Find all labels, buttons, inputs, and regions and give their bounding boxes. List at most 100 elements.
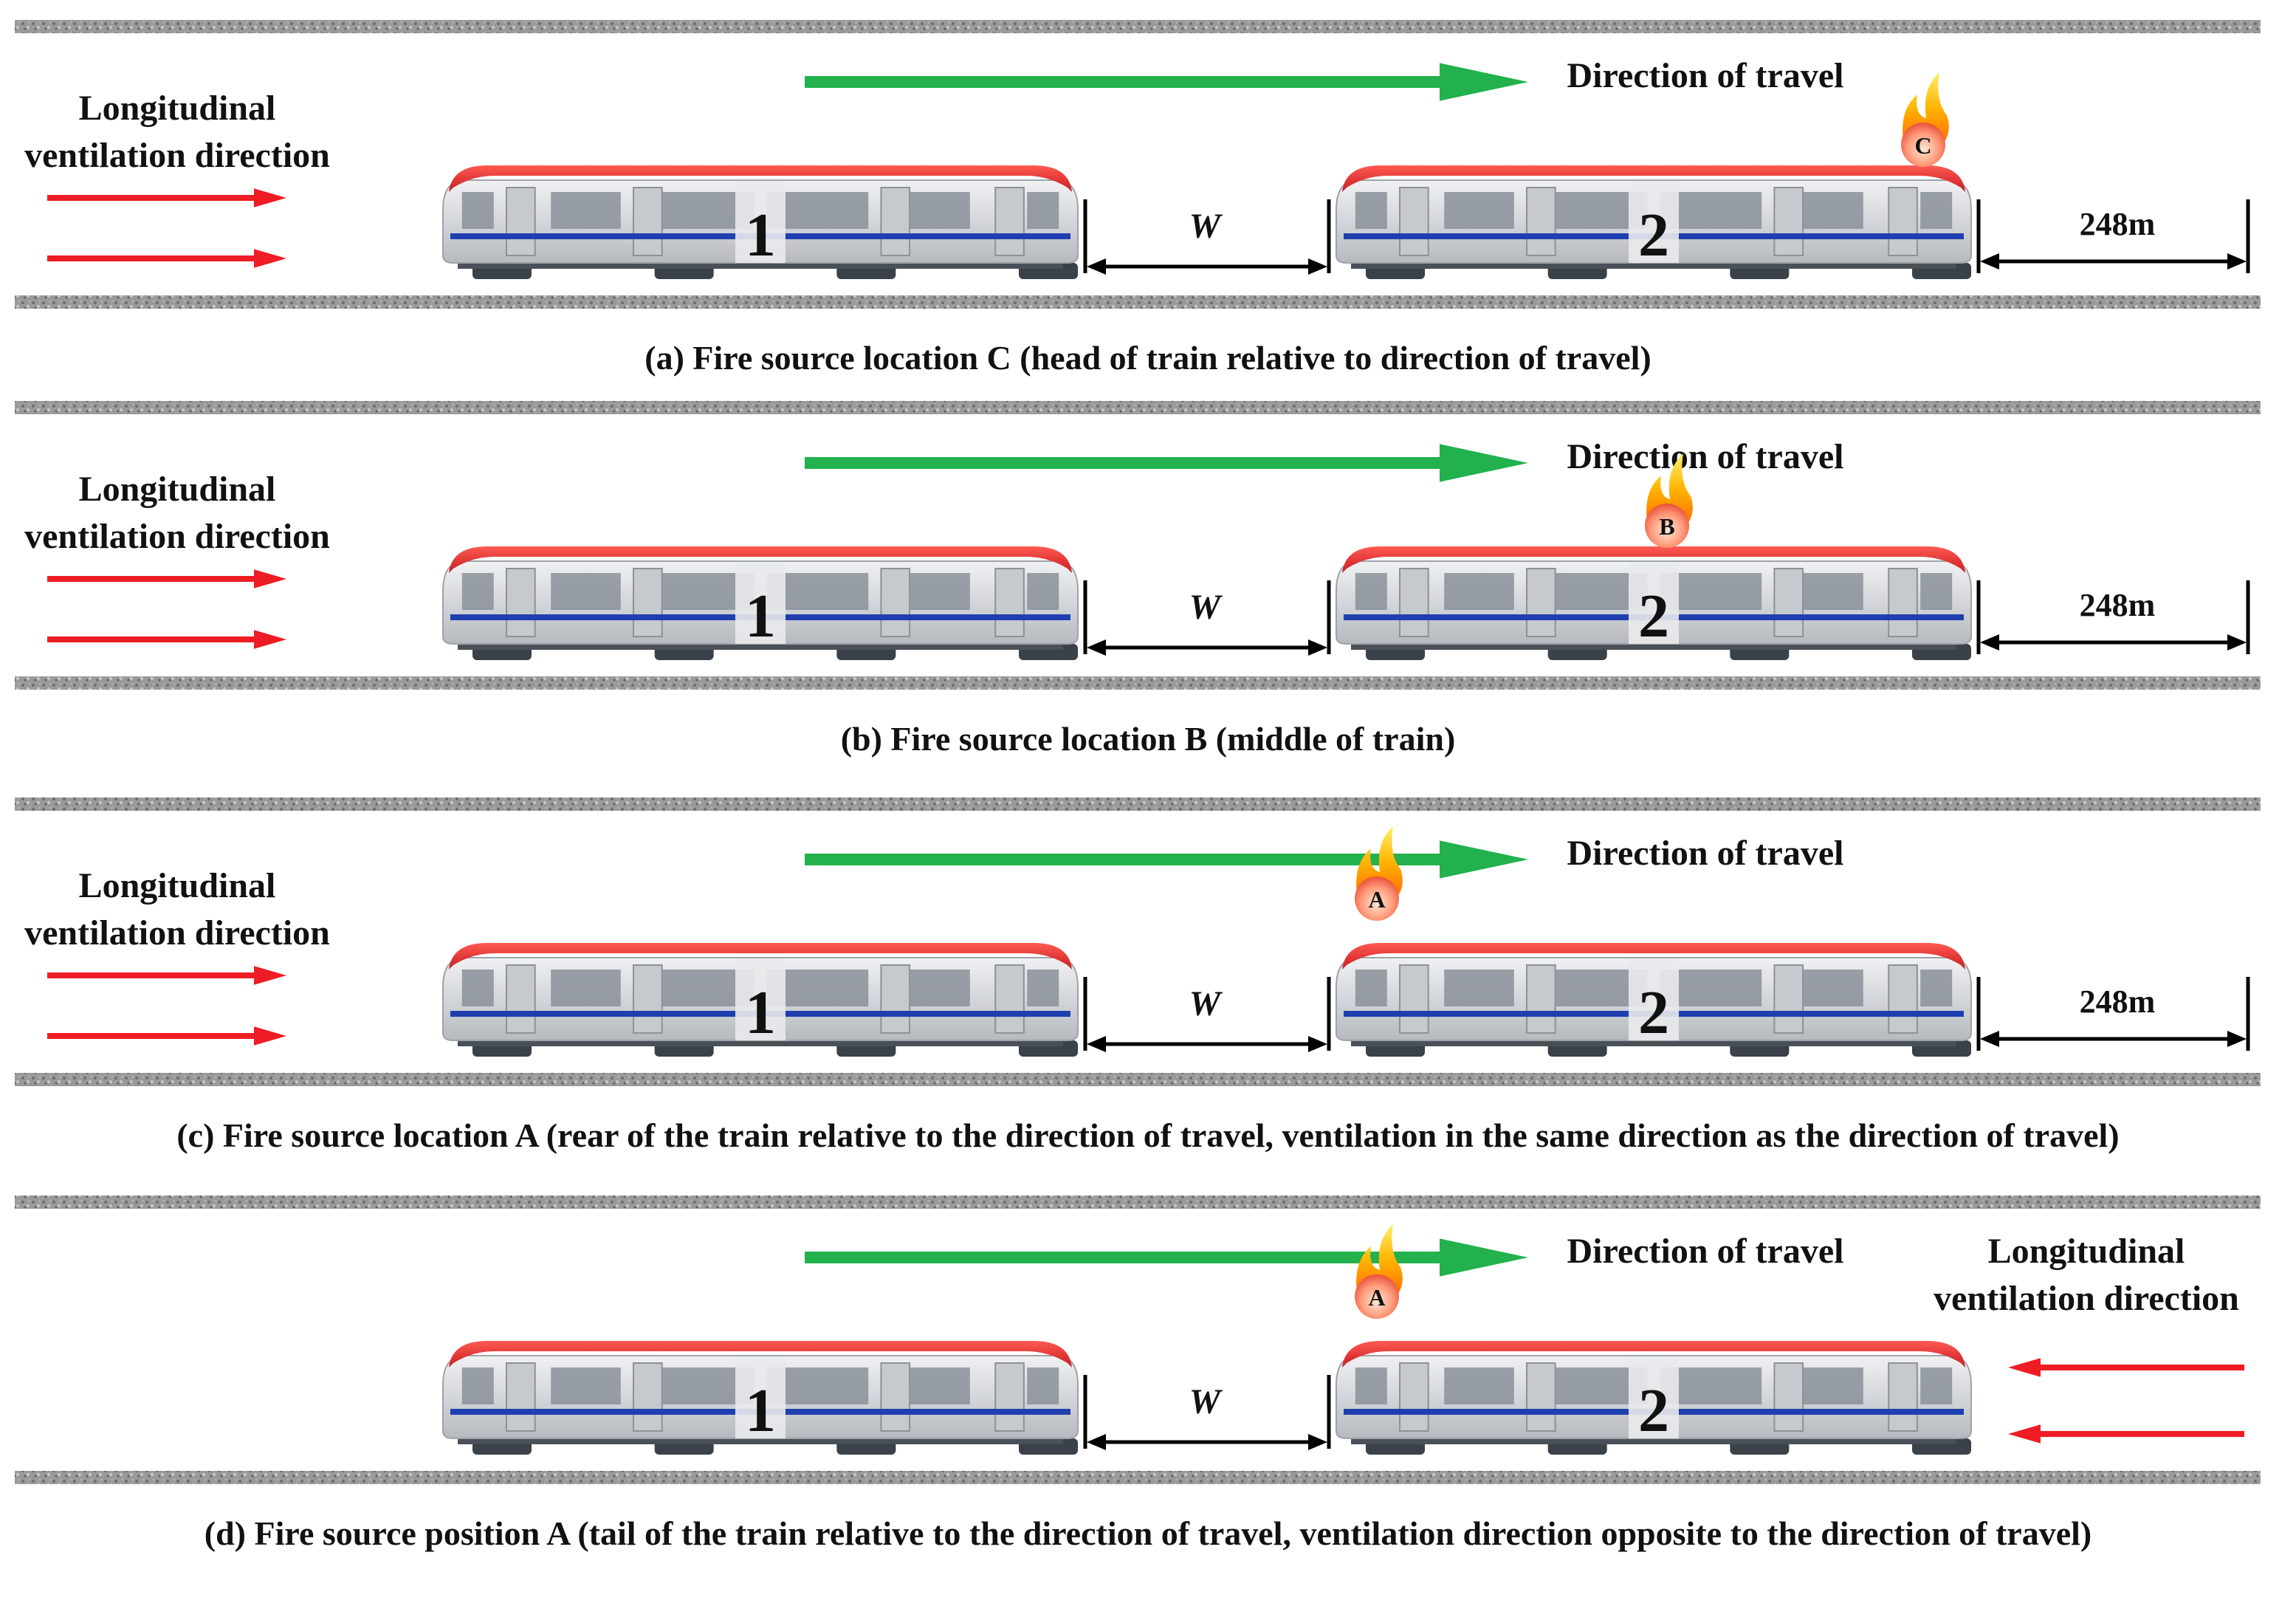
travel-arrow-shaft <box>805 457 1440 469</box>
train-door <box>994 187 1025 256</box>
gap-dimension-arrow-head-left <box>1087 639 1106 656</box>
train-number: 2 <box>1638 1376 1669 1445</box>
vent-arrow-head <box>254 1026 286 1046</box>
train-roof <box>449 943 1072 970</box>
rail-track <box>15 1195 2261 1209</box>
train-window <box>461 192 494 229</box>
fire-source-label: A <box>1368 886 1385 913</box>
train-window <box>1793 573 1863 610</box>
train-door <box>1526 187 1556 256</box>
panel-caption: (d) Fire source position A (tail of the … <box>204 1514 2092 1552</box>
train-door <box>1773 187 1804 256</box>
gap-dimension-arrow <box>1087 1434 1327 1450</box>
train-window <box>1355 573 1387 610</box>
train-number: 2 <box>1638 582 1669 651</box>
fire-ball <box>1901 123 1945 167</box>
train-door <box>506 187 536 256</box>
train-door <box>1888 1362 1918 1432</box>
train-door <box>1526 964 1556 1034</box>
train-door <box>1399 187 1429 256</box>
gap-label: W <box>1189 984 1223 1023</box>
vent-label-line1: Longitudinal <box>79 89 276 128</box>
distance-label: 248m <box>2080 587 2156 623</box>
distance-dimension-arrow-head-left <box>1980 253 1999 270</box>
train-number-panel <box>735 959 786 1040</box>
gap-dimension-arrow-head-left <box>1087 1036 1106 1052</box>
distance-dimension-arrow-head-left <box>1980 1031 1999 1047</box>
train-door <box>1399 568 1429 637</box>
vent-arrow-head <box>2008 1424 2041 1444</box>
distance-label: 248m <box>2080 206 2156 242</box>
distance-label: 248m <box>2080 984 2156 1020</box>
train-door <box>1888 568 1918 637</box>
train-number: 1 <box>745 1376 776 1445</box>
train-roof <box>449 1341 1072 1367</box>
train-window <box>461 970 494 1006</box>
train-window <box>1793 1367 1863 1404</box>
gap-dimension-arrow-head-left <box>1087 1434 1106 1450</box>
vent-arrow <box>47 630 286 649</box>
train-door <box>994 964 1025 1034</box>
rail-track <box>15 1073 2261 1086</box>
travel-label: Direction of travel <box>1567 437 1844 476</box>
train-door <box>506 964 536 1034</box>
gap-dimension-arrow <box>1087 639 1327 656</box>
gap-dimension-arrow-head-right <box>1308 639 1327 656</box>
train-car-2: 2 <box>1336 546 1972 660</box>
train-window <box>551 1367 621 1404</box>
train-number: 2 <box>1638 201 1669 270</box>
vent-label-line1: Longitudinal <box>79 470 276 509</box>
vent-arrow-head <box>254 569 286 588</box>
vent-arrow <box>47 188 286 207</box>
train-window <box>461 1367 494 1404</box>
train-door <box>1888 187 1918 256</box>
fire-icon: A <box>1355 1224 1403 1319</box>
train-window <box>551 573 621 610</box>
train-door <box>880 1362 911 1432</box>
fire-icon: B <box>1645 453 1693 548</box>
vent-arrow-shaft <box>47 255 254 261</box>
train-door <box>506 1362 536 1432</box>
rail-track <box>15 295 2261 309</box>
vent-arrow-shaft <box>47 972 254 978</box>
train-door <box>633 964 663 1034</box>
train-number: 1 <box>745 201 776 270</box>
fire-source-label: B <box>1659 513 1674 540</box>
train-window <box>1920 573 1953 610</box>
fire-source-label: A <box>1368 1284 1385 1311</box>
vent-arrow-head <box>2008 1358 2041 1377</box>
vent-arrow-head <box>254 249 286 268</box>
train-car-2: 2 <box>1336 1341 1972 1455</box>
train-car-1: 1 <box>442 943 1079 1057</box>
train-car-2: 2 <box>1336 943 1972 1057</box>
travel-arrow <box>805 840 1528 879</box>
train-roof <box>1342 943 1965 970</box>
panel-caption: (a) Fire source location C (head of trai… <box>645 339 1651 377</box>
train-car-1: 1 <box>442 546 1079 660</box>
vent-arrow-head <box>254 188 286 207</box>
panel-caption: (c) Fire source location A (rear of the … <box>176 1116 2119 1154</box>
train-door <box>880 964 911 1034</box>
train-door <box>1399 1362 1429 1432</box>
train-window <box>1355 192 1387 229</box>
train-window <box>1444 970 1514 1006</box>
vent-arrow-shaft <box>47 1033 254 1039</box>
distance-dimension-arrow <box>1980 634 2247 651</box>
train-door <box>1526 1362 1556 1432</box>
train-door <box>994 1362 1025 1432</box>
train-window <box>1793 970 1863 1006</box>
train-door <box>1399 964 1429 1034</box>
train-number-panel <box>735 182 786 263</box>
travel-arrow-shaft <box>805 854 1440 865</box>
train-window <box>551 192 621 229</box>
vent-arrow <box>47 249 286 268</box>
train-door <box>1526 568 1556 637</box>
train-door <box>1773 964 1804 1034</box>
distance-dimension-arrow-head-right <box>2227 1031 2247 1047</box>
train-window <box>1920 1367 1953 1404</box>
vent-arrow-shaft <box>2041 1431 2244 1437</box>
train-number: 1 <box>745 978 776 1047</box>
rail-track <box>15 20 2261 33</box>
